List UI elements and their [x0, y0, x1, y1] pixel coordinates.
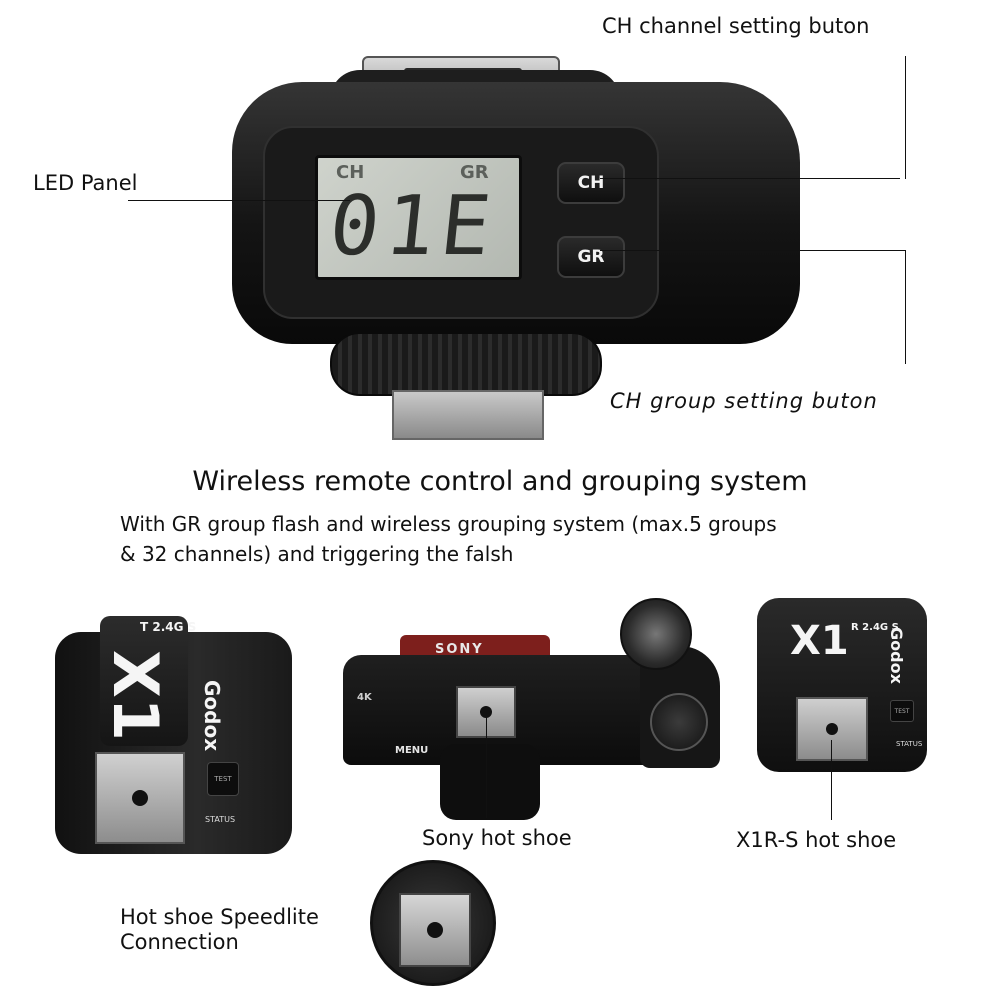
camera-brand: SONY	[435, 642, 484, 657]
x1r-hot-shoe-callout: X1R-S hot shoe	[736, 828, 897, 852]
gr-leader-v	[905, 250, 906, 364]
x1r-brand-logo: Godox	[887, 627, 906, 684]
x1t-sub-label: T 2.4G S	[140, 620, 197, 634]
gr-button-callout: CH group setting buton	[610, 389, 878, 413]
x1t-test-button[interactable]: TEST	[207, 762, 239, 796]
led-panel: CH GR 01E	[315, 155, 522, 280]
description-line-1: With GR group flash and wireless groupin…	[120, 512, 777, 536]
x1t-hot-shoe	[95, 752, 185, 844]
closeup-hot-shoe	[399, 893, 471, 967]
description-line-2: & 32 channels) and triggering the falsh	[120, 542, 514, 566]
x1r-model-label: X1	[790, 618, 849, 664]
hot-shoe-closeup	[370, 860, 496, 986]
section-title: Wireless remote control and grouping sys…	[192, 466, 808, 497]
locking-ring	[330, 332, 602, 396]
ch-leader-h	[600, 178, 900, 179]
mounting-foot	[392, 390, 544, 440]
speedlite-callout-line-1: Hot shoe Speedlite	[120, 905, 319, 929]
speedlite-callout: Hot shoe Speedlite Connection	[120, 905, 319, 955]
lcd-gr-label: GR	[460, 162, 489, 183]
sony-shoe-leader	[486, 716, 487, 818]
lcd-ch-label: CH	[336, 162, 365, 183]
x1t-model-label: X1	[99, 650, 172, 741]
x1r-sub-label: R 2.4G S	[851, 622, 899, 633]
x1r-test-button[interactable]: TEST	[890, 700, 914, 722]
lcd-digits: 01E	[325, 179, 502, 274]
led-panel-callout: LED Panel	[33, 171, 138, 195]
speedlite-callout-line-2: Connection	[120, 930, 239, 954]
x1r-shoe-leader	[831, 740, 832, 820]
ch-button[interactable]: CH	[557, 162, 625, 204]
x1t-status-label: STATUS	[205, 815, 236, 824]
ch-button-callout: CH channel setting buton	[602, 14, 870, 38]
section-description: With GR group flash and wireless groupin…	[120, 509, 880, 569]
x1r-hot-shoe	[796, 697, 868, 761]
ch-leader-v	[905, 56, 906, 179]
x1t-brand-logo: Godox	[200, 680, 224, 752]
x1r-status-label: STATUS	[896, 740, 923, 748]
camera-exposure-dial	[650, 693, 708, 751]
camera-4k-badge: 4K	[357, 692, 372, 703]
gr-button[interactable]: GR	[557, 236, 625, 278]
camera-menu-label: MENU	[395, 745, 429, 756]
x1t-antenna-cap	[100, 616, 188, 746]
camera-mode-dial	[620, 598, 692, 670]
camera-eyecup	[440, 744, 540, 820]
gr-leader-h	[600, 250, 906, 251]
led-leader	[128, 200, 350, 201]
sony-hot-shoe-callout: Sony hot shoe	[422, 826, 572, 850]
